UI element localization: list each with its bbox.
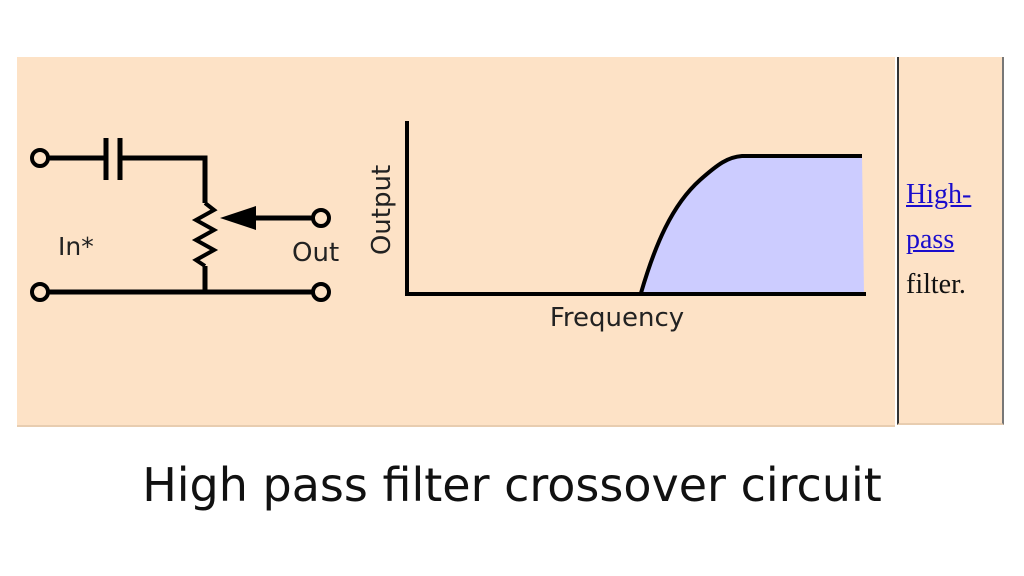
response-curve	[639, 154, 862, 294]
high-pass-diagram: In* Out Output Frequency	[30, 121, 866, 333]
capacitor-to-pot-wire	[122, 155, 208, 203]
high-pass-link[interactable]: High-pass	[906, 179, 972, 255]
potentiometer-resistor	[191, 201, 219, 268]
passband-fill	[641, 156, 864, 293]
out-label: Out	[292, 238, 339, 268]
circuit-schematic	[30, 138, 331, 302]
sidebar-suffix: filter.	[906, 269, 966, 300]
x-axis-label: Frequency	[550, 303, 684, 333]
wiper-arrow	[220, 206, 256, 230]
input-terminal-top	[30, 148, 50, 168]
input-terminal-bottom	[30, 282, 50, 302]
sidebar-text: High-pass filter.	[906, 172, 1002, 307]
page-caption: High pass filter crossover circuit	[142, 458, 882, 512]
output-terminal-top	[311, 208, 331, 228]
output-terminal-bottom	[311, 282, 331, 302]
y-axis-label: Output	[367, 165, 397, 255]
caption-sidebar: High-pass filter.	[897, 57, 1004, 425]
in-label: In*	[58, 232, 94, 261]
